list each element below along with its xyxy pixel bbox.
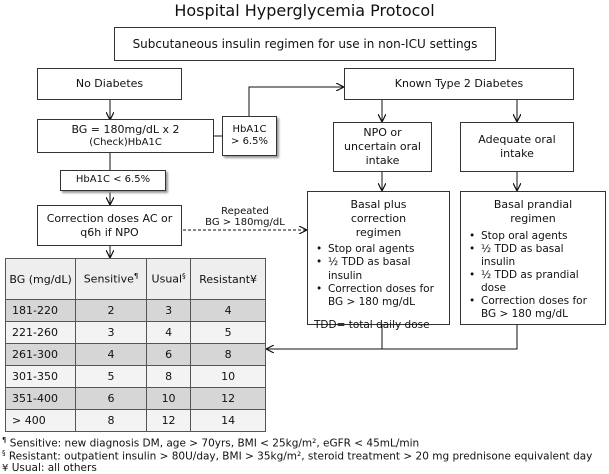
list-item: Correction doses for BG > 180 mg/dL	[469, 295, 599, 321]
table-cell: > 400	[4, 409, 77, 432]
table-cell: 12	[145, 409, 192, 432]
list-item: Stop oral agents	[316, 243, 443, 256]
correction-dose-table: BG (mg/dL) Sensitive¶ Usual§ Resistant¥ …	[4, 258, 266, 432]
known-type2-box: Known Type 2 Diabetes	[344, 68, 574, 100]
footnote: § Resistant: outpatient insulin > 80U/da…	[2, 449, 593, 463]
repeated-line2: BG > 180mg/dL	[205, 217, 285, 228]
adequate-box: Adequate oral intake	[460, 122, 574, 172]
table-cell: 8	[75, 409, 147, 432]
footnote: ¥ Usual: all others	[2, 462, 97, 474]
header-bg: BG (mg/dL)	[4, 258, 77, 300]
header-sensitive: Sensitive¶	[75, 258, 147, 300]
table-cell: 2	[75, 299, 147, 322]
npo-box: NPO or uncertain oral intake	[333, 122, 432, 172]
table-cell: 4	[145, 321, 192, 344]
table-cell: 6	[145, 343, 192, 366]
table-cell: 8	[190, 343, 266, 366]
list-item: ½ TDD as prandial dose	[469, 269, 599, 295]
list-item: ½ TDD as basal insulin	[469, 243, 599, 269]
subcutaneous-box: Subcutaneous insulin regimen for use in …	[114, 27, 496, 61]
list-item: Correction doses for BG > 180 mg/dL	[316, 283, 443, 309]
table-cell: 4	[190, 299, 266, 322]
table-cell: 4	[75, 343, 147, 366]
header-resistant: Resistant¥	[190, 258, 266, 300]
table-cell: 3	[145, 299, 192, 322]
table-cell: 10	[190, 365, 266, 388]
table-cell: 181-220	[4, 299, 77, 322]
hba1c-high-line2: > 6.5%	[231, 136, 268, 147]
arrow-back-table	[267, 325, 518, 349]
hba1c-low-box: HbA1C < 6.5%	[60, 170, 166, 191]
table-cell: 301-350	[4, 365, 77, 388]
basal-prandial-box: Basal prandial regimen Stop oral agents½…	[460, 191, 606, 325]
repeated-line1: Repeated	[221, 206, 269, 217]
table-cell: 5	[75, 365, 147, 388]
header-usual: Usual§	[145, 258, 192, 300]
bg-check-box: BG = 180mg/dL x 2(Check)HbA1C	[37, 119, 214, 153]
bg-check-line1: BG = 180mg/dL x 2	[71, 122, 180, 136]
arrow-hba1c-known	[248, 87, 343, 116]
table-cell: 221-260	[4, 321, 77, 344]
hba1c-high-box: HbA1C> 6.5%	[222, 116, 277, 156]
correction-box: Correction doses AC or q6h if NPO	[37, 205, 182, 246]
table-cell: 12	[190, 387, 266, 410]
bg-check-line2: (Check)HbA1C	[89, 136, 162, 148]
list-item: ½ TDD as basal insulin	[316, 256, 443, 282]
footnote: ¶ Sensitive: new diagnosis DM, age > 70y…	[2, 436, 420, 450]
diagram-title: Hospital Hyperglycemia Protocol	[174, 1, 435, 20]
tdd-note: TDD= total daily dose	[314, 318, 430, 331]
table-cell: 10	[145, 387, 192, 410]
basal-plus-heading: Basal plus correction regimen	[350, 198, 407, 239]
list-item: Stop oral agents	[469, 230, 599, 243]
table-cell: 261-300	[4, 343, 77, 366]
table-cell: 14	[190, 409, 266, 432]
table-cell: 8	[145, 365, 192, 388]
no-diabetes-box: No Diabetes	[37, 68, 182, 100]
basal-prandial-heading: Basal prandial regimen	[493, 198, 573, 225]
table-cell: 3	[75, 321, 147, 344]
table-cell: 351-400	[4, 387, 77, 410]
hba1c-high-line1: HbA1C	[232, 123, 267, 135]
basal-plus-box: Basal plus correction regimen Stop oral …	[307, 191, 450, 331]
table-cell: 6	[75, 387, 147, 410]
table-cell: 5	[190, 321, 266, 344]
